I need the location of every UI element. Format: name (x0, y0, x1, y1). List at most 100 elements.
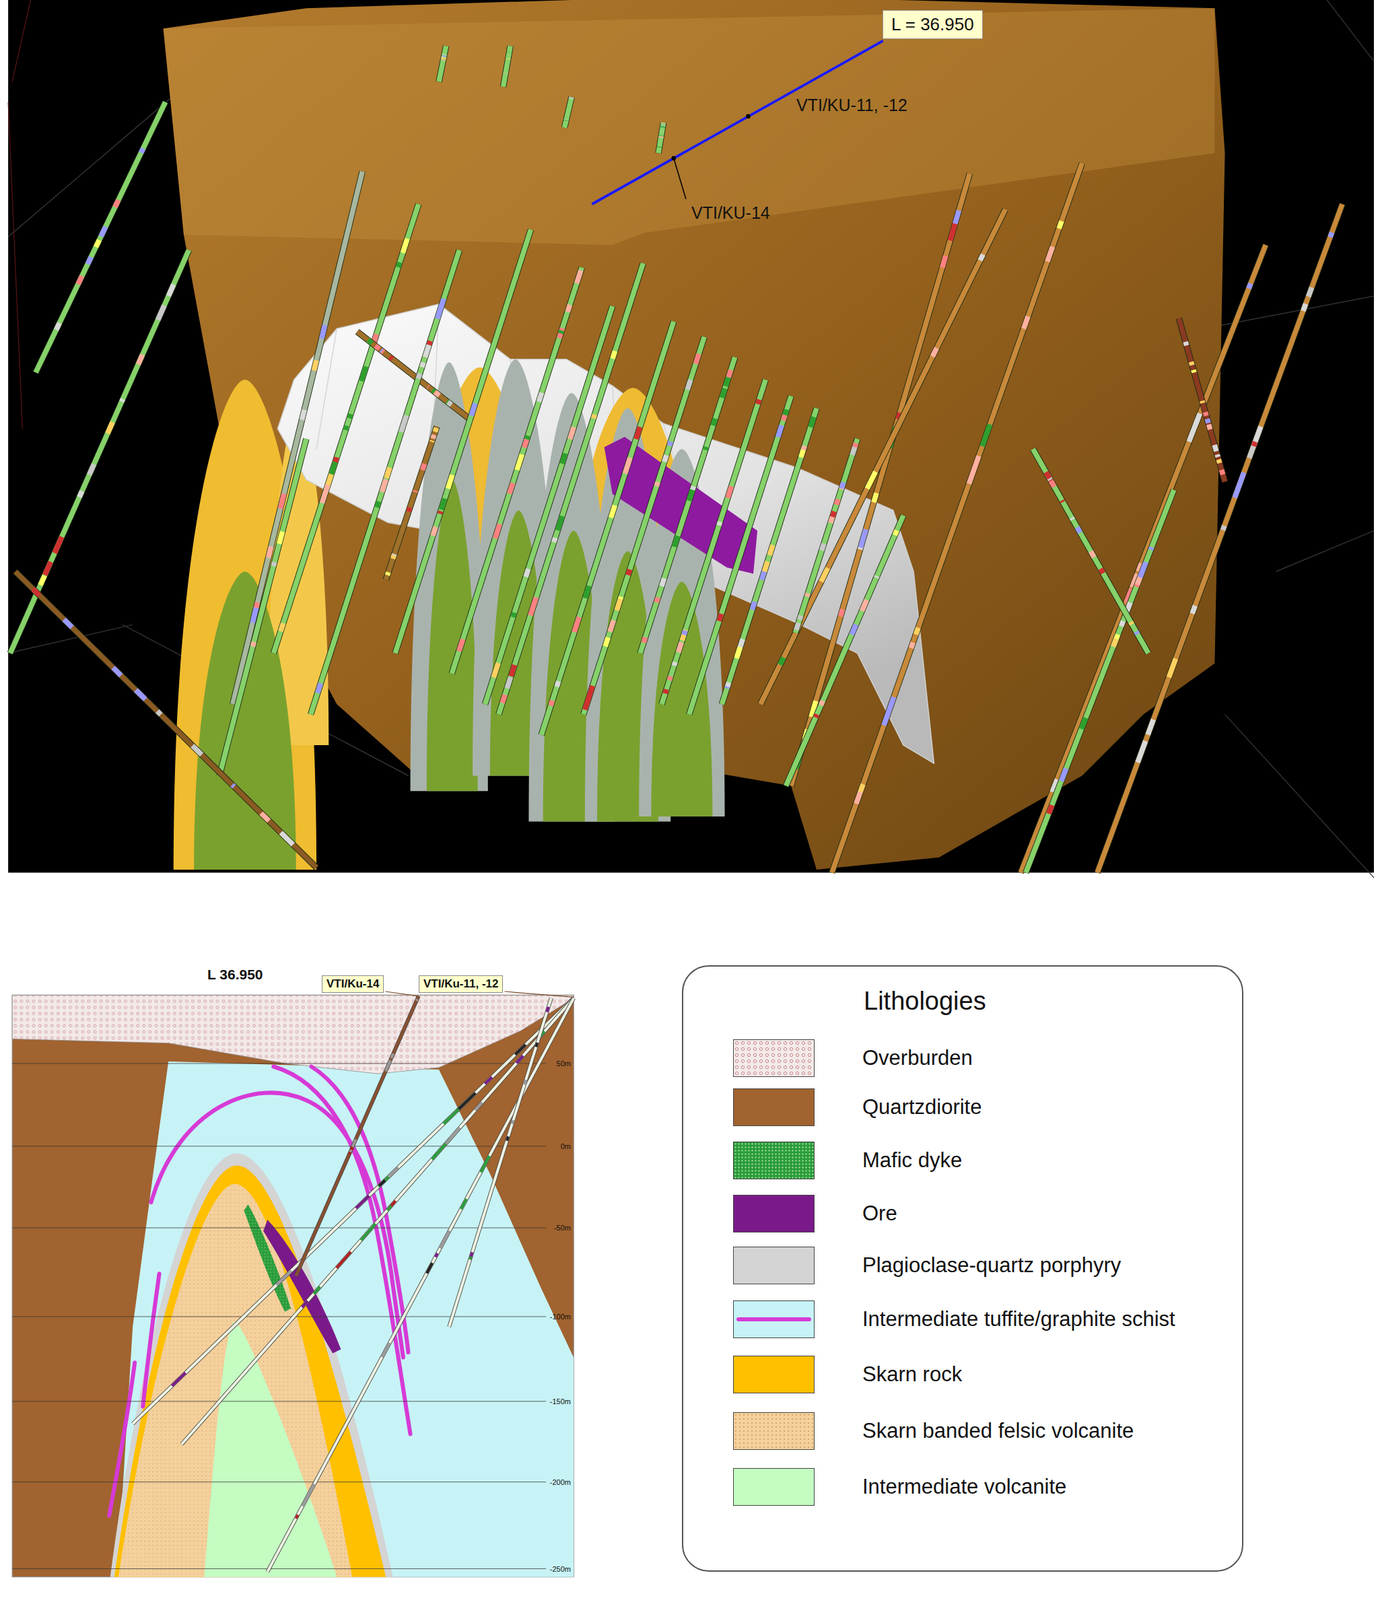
drillhole-interval (457, 1093, 476, 1111)
drillhole-interval (718, 613, 721, 622)
drillhole-interval (387, 1205, 392, 1211)
drillhole-interval (432, 434, 435, 439)
drillhole (10, 249, 189, 653)
drillhole-interval (721, 388, 725, 398)
drillhole-interval (1193, 369, 1195, 373)
legend-text: Ore (862, 1201, 898, 1226)
drillhole-interval (665, 689, 667, 694)
drillhole-interval (502, 694, 505, 703)
drillhole-interval (376, 501, 380, 508)
drillhole (760, 209, 1006, 705)
drillhole (564, 96, 573, 128)
drillhole-interval (1248, 283, 1251, 289)
drillhole-interval (56, 323, 60, 330)
drillhole-interval (609, 620, 614, 633)
drillhole-core (273, 203, 419, 653)
block-top-face (163, 8, 1216, 246)
drillhole-interval (728, 370, 731, 378)
drillhole-interval (821, 700, 824, 705)
drillhole-interval (751, 601, 755, 610)
drillhole-interval (636, 426, 641, 439)
drillhole-core (267, 998, 574, 1572)
drillhole-interval (695, 354, 699, 365)
drillhole-interval (1218, 459, 1220, 464)
scaled-drawing (8, 0, 1374, 1578)
drillhole-interval (867, 471, 876, 489)
drillhole-interval (894, 530, 897, 536)
drillhole-interval (32, 589, 40, 596)
grid-line (8, 0, 1374, 878)
drillhole (790, 173, 970, 787)
drillhole-edge (1025, 490, 1175, 874)
drillhole-interval (440, 59, 447, 61)
depth-grid-line (12, 1063, 546, 1570)
hole-tag: VTI/Ku-11, -12 (418, 975, 503, 993)
drillhole-interval (469, 1256, 471, 1260)
drillhole-interval (1140, 562, 1147, 578)
drillhole (438, 45, 447, 82)
drillhole-core (10, 249, 189, 653)
drillhole-interval (1113, 638, 1117, 647)
drillhole-interval (778, 425, 783, 438)
drillhole-interval (1046, 471, 1050, 478)
drillhole-interval (836, 499, 839, 505)
drillhole-interval (440, 1231, 450, 1249)
drillhole-interval (375, 346, 380, 350)
drillhole-interval (40, 575, 45, 585)
drillhole (219, 438, 307, 776)
drillhole-interval (559, 327, 563, 338)
drillhole-interval (576, 270, 581, 284)
drillhole-interval (494, 524, 500, 539)
drillhole-interval (313, 1287, 320, 1295)
drillhole-interval (302, 1301, 308, 1308)
drillhole-interval (506, 52, 512, 58)
drillhole-interval (821, 568, 829, 582)
drillhole-interval (1234, 472, 1245, 498)
hole-tag-text: VTI/Ku-11, -12 (423, 977, 499, 991)
drillhole-interval (435, 1253, 438, 1258)
drillhole-interval (317, 683, 322, 693)
drillhole-interval (801, 449, 804, 458)
drillhole-interval (100, 226, 106, 237)
legend-text: Skarn rock (862, 1362, 962, 1387)
drillhole-interval (95, 239, 99, 248)
drillhole-interval (356, 1195, 369, 1209)
drillhole-interval (321, 484, 328, 503)
legend-text: Intermediate tuffite/graphite schist (862, 1307, 1176, 1332)
drillhole-interval (1330, 232, 1333, 237)
drillhole-interval (982, 424, 990, 447)
drillhole (1178, 318, 1225, 482)
drillhole-interval (942, 255, 946, 268)
drillhole-interval (321, 325, 326, 339)
drillhole-edge (357, 331, 472, 421)
drillhole-interval (1204, 411, 1207, 416)
drillhole-interval (168, 284, 174, 297)
drillhole-interval (302, 409, 305, 421)
drillhole-interval (429, 440, 435, 442)
drillhole-edge (219, 438, 307, 776)
drillhole-interval (560, 330, 562, 334)
drillhole-interval (1137, 741, 1146, 763)
drillhole (267, 998, 574, 1572)
drillhole-interval (769, 545, 773, 556)
drillhole-interval (620, 596, 622, 600)
drillhole (541, 321, 674, 736)
drillhole-interval (516, 1055, 524, 1063)
drillhole (795, 438, 857, 633)
drillhole-interval (527, 435, 529, 439)
drillhole (35, 102, 166, 373)
section-title: L 36.950 (207, 966, 264, 983)
drillhole-interval (705, 446, 707, 451)
drillhole-interval (1147, 719, 1154, 735)
drillhole-edge (564, 96, 573, 128)
drillhole-interval (158, 305, 165, 320)
drillhole-core (181, 998, 574, 1445)
drillhole-interval (408, 507, 410, 512)
drillhole (786, 515, 904, 787)
drillhole-edge (583, 336, 705, 715)
drillhole-interval (386, 467, 390, 479)
hole-tag: VTI/Ku-14 (321, 975, 384, 993)
drillhole-interval (471, 403, 476, 416)
drillhole-interval (1120, 621, 1123, 627)
